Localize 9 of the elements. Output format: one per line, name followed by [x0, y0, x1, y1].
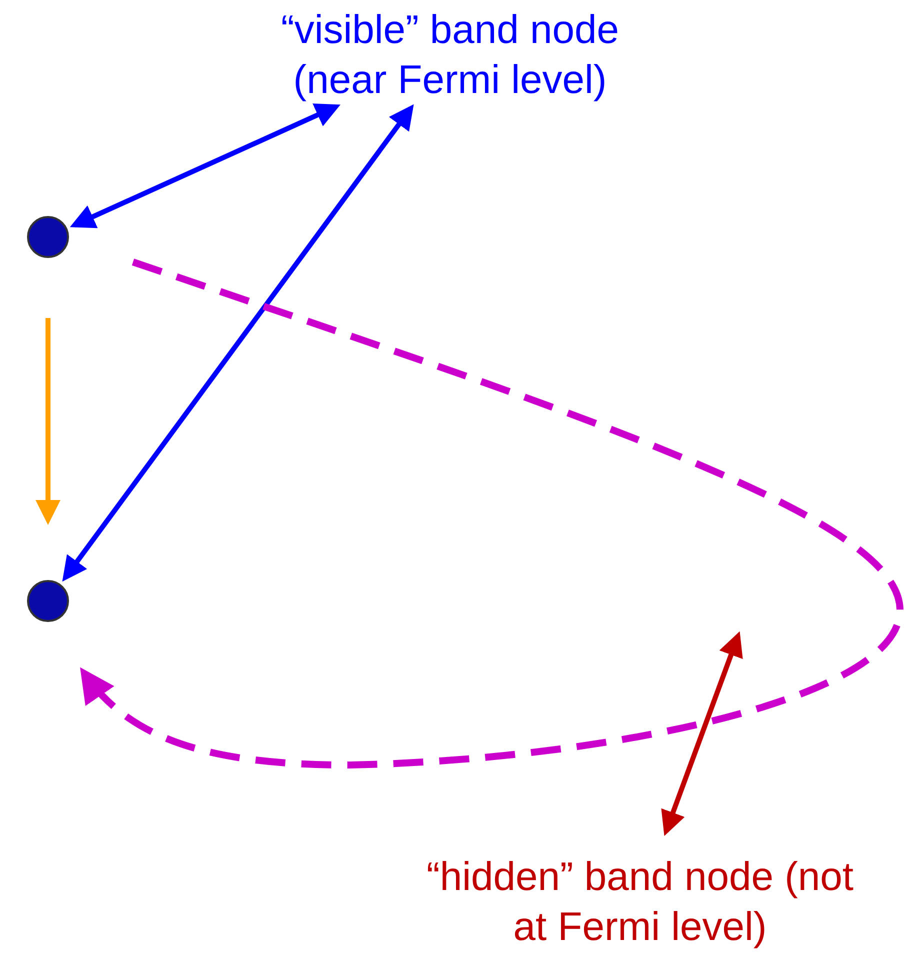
arrow	[36, 318, 60, 525]
annotation-text: “visible” band node (near Fermi level)	[240, 5, 660, 105]
double-arrow	[70, 104, 340, 228]
annotation-text: “hidden” band node (not at Fermi level)	[415, 852, 865, 952]
band-node-dot	[27, 216, 69, 258]
double-arrow	[62, 104, 414, 582]
dashed-curved-arrow	[80, 258, 904, 768]
double-arrow	[661, 631, 743, 836]
band-node-dot	[27, 580, 69, 622]
